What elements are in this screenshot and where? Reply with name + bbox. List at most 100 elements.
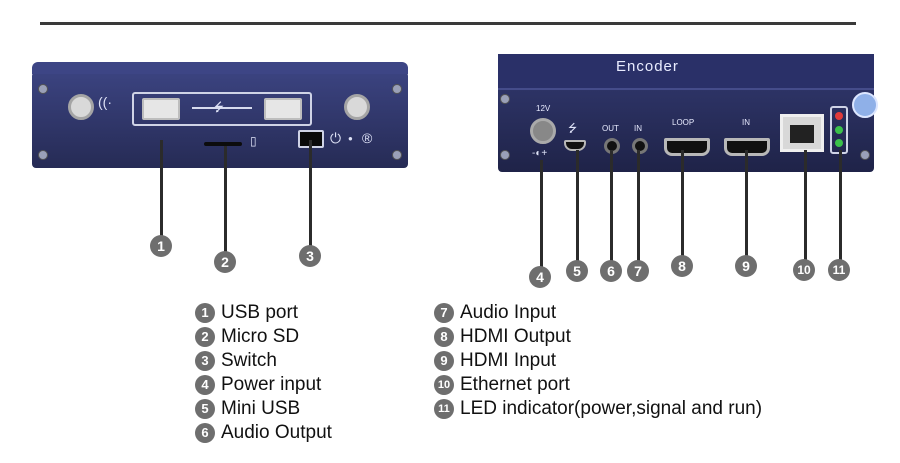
legend-item: 2 Micro SD <box>195 325 332 349</box>
leader-line-11 <box>839 150 842 262</box>
callout-badge-3: 3 <box>299 245 321 267</box>
screw-icon <box>38 150 48 160</box>
leader-line-7 <box>637 150 640 262</box>
legend-number: 2 <box>195 327 215 347</box>
micro-sd-slot[interactable] <box>204 142 242 146</box>
legend-label: USB port <box>221 302 299 323</box>
legend-number: 7 <box>434 303 454 323</box>
sd-card-icon: ▯ <box>250 134 257 148</box>
device-rear-panel: Encoder 12V -◐+ ⭍ OUT IN LOOP IN <box>498 54 878 172</box>
mini-usb-port[interactable] <box>564 140 586 151</box>
legend-label: Audio Input <box>460 302 557 323</box>
legend-item: 11 LED indicator(power,signal and run) <box>434 397 762 421</box>
callout-badge-1: 1 <box>150 235 172 257</box>
legend-label: Ethernet port <box>460 374 570 395</box>
audio-in-label: IN <box>634 124 642 133</box>
wifi-icon: ((· <box>98 94 112 110</box>
legend-item: 6 Audio Output <box>195 421 332 445</box>
legend-label: Switch <box>221 350 277 371</box>
legend-label: Micro SD <box>221 326 300 347</box>
legend-item: 4 Power input <box>195 373 332 397</box>
legend-right: 7 Audio Input 8 HDMI Output 9 HDMI Input 10… <box>434 301 762 421</box>
callout-badge-4: 4 <box>529 266 551 288</box>
screw-icon <box>392 150 402 160</box>
screw-icon <box>500 150 510 160</box>
legend-item: 9 HDMI Input <box>434 349 762 373</box>
usb-port-a[interactable] <box>142 98 180 120</box>
ethernet-port-opening <box>790 125 814 143</box>
legend-number: 8 <box>434 327 454 347</box>
legend-label: Power input <box>221 374 322 395</box>
leader-line-5 <box>576 150 579 262</box>
callout-badge-5: 5 <box>566 260 588 282</box>
hdmi-loop-label: LOOP <box>672 118 695 127</box>
device-rear-top-edge: Encoder <box>498 54 874 90</box>
brand-logo: Encoder <box>616 58 679 75</box>
legend-number: 1 <box>195 303 215 323</box>
device-front-panel: ((· ⭍ ▯ ⏻ ● ® <box>32 62 408 168</box>
usb-icon: ⭍ <box>214 100 224 114</box>
audio-input-jack[interactable] <box>632 138 648 154</box>
legend-label: HDMI Output <box>460 326 571 347</box>
legend-label: Mini USB <box>221 398 301 419</box>
usb-icon: ⭍ <box>568 123 578 135</box>
legend-item: 1 USB port <box>195 301 332 325</box>
usb-port-b[interactable] <box>264 98 302 120</box>
leader-line-4 <box>540 160 543 268</box>
legend-label: Audio Output <box>221 422 332 443</box>
power-icon: ⏻ <box>330 130 342 146</box>
legend-number: 9 <box>434 351 454 371</box>
legend-number: 5 <box>195 399 215 419</box>
leader-line-1 <box>160 140 163 238</box>
callout-badge-6: 6 <box>600 260 622 282</box>
legend-number: 3 <box>195 351 215 371</box>
leader-line-3 <box>309 140 312 248</box>
top-divider <box>40 22 856 25</box>
callout-badge-8: 8 <box>671 255 693 277</box>
wifi-antenna-connector <box>68 94 94 120</box>
legend-item: 7 Audio Input <box>434 301 762 325</box>
led-indicator-group <box>830 106 848 154</box>
screw-icon <box>500 94 510 104</box>
callout-badge-11: 11 <box>828 259 850 281</box>
legend-item: 10 Ethernet port <box>434 373 762 397</box>
leader-line-8 <box>681 150 684 258</box>
led-signal <box>835 126 843 134</box>
callout-badge-2: 2 <box>214 251 236 273</box>
screw-icon <box>38 84 48 94</box>
legend-item: 3 Switch <box>195 349 332 373</box>
callout-badge-9: 9 <box>735 255 757 277</box>
legend-number: 11 <box>434 399 454 419</box>
legend-number: 6 <box>195 423 215 443</box>
legend-number: 4 <box>195 375 215 395</box>
usb-link-line <box>192 107 252 109</box>
callout-badge-7: 7 <box>627 260 649 282</box>
leader-line-9 <box>745 150 748 258</box>
hdmi-output-port[interactable] <box>664 138 710 156</box>
ethernet-port[interactable] <box>780 114 824 152</box>
power-input-jack[interactable] <box>530 118 556 144</box>
hdmi-in-label: IN <box>742 118 750 127</box>
device-front-top-edge <box>32 62 408 74</box>
legend-left: 1 USB port 2 Micro SD 3 Switch 4 Power input… <box>195 301 332 445</box>
usb-port-group: ⭍ <box>132 92 312 126</box>
antenna-connector <box>344 94 370 120</box>
callout-badge-10: 10 <box>793 259 815 281</box>
legend-label: LED indicator(power,signal and run) <box>460 398 763 419</box>
legend-number: 10 <box>434 375 454 395</box>
sticker <box>852 92 878 118</box>
legend-item: 5 Mini USB <box>195 397 332 421</box>
dc-power-icon: -◐+ <box>532 148 548 159</box>
reset-icon: ® <box>362 130 373 146</box>
leader-line-2 <box>224 146 227 254</box>
leader-line-10 <box>804 150 807 262</box>
indicator-dot: ● <box>348 134 353 143</box>
legend-item: 8 HDMI Output <box>434 325 762 349</box>
screw-icon <box>860 150 870 160</box>
legend-label: HDMI Input <box>460 350 557 371</box>
led-power <box>835 112 843 120</box>
power-label: 12V <box>536 104 551 113</box>
leader-line-6 <box>610 150 613 262</box>
led-run <box>835 139 843 147</box>
audio-out-label: OUT <box>602 124 619 133</box>
